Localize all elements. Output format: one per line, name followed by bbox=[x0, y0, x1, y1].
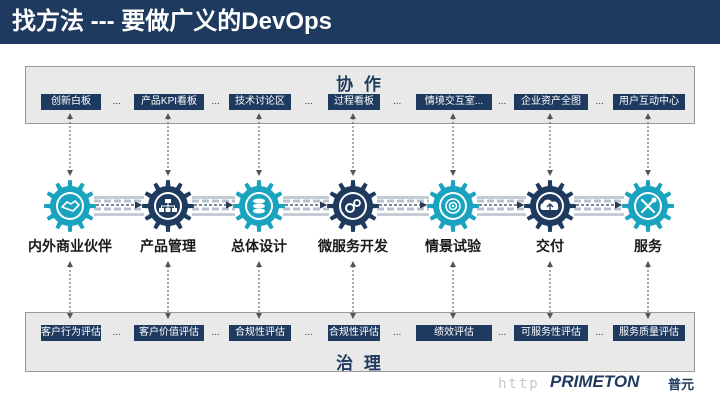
collaboration-chip-1[interactable]: 创新白板 bbox=[41, 94, 101, 110]
org-chart-icon bbox=[159, 199, 177, 212]
primeton-logo-cn: 普元 bbox=[668, 377, 695, 392]
collaboration-separator: ... bbox=[595, 96, 604, 107]
stage-gear-1 bbox=[44, 180, 96, 232]
governance-chip-7[interactable]: 服务质量评估 bbox=[613, 325, 685, 341]
collaboration-separator: ... bbox=[393, 96, 402, 107]
collaboration-separator: ... bbox=[498, 96, 507, 107]
handshake-icon bbox=[61, 200, 80, 212]
title-bar bbox=[0, 0, 720, 44]
governance-separator: ... bbox=[393, 327, 402, 338]
governance-chip-3[interactable]: 合规性评估 bbox=[229, 325, 291, 341]
collaboration-chip-7[interactable]: 用户互动中心 bbox=[613, 94, 685, 110]
collaboration-chip-3[interactable]: 技术讨论区 bbox=[229, 94, 291, 110]
gears-icon bbox=[345, 199, 361, 213]
collaboration-chip-4[interactable]: 过程看板 bbox=[328, 94, 380, 110]
governance-separator: ... bbox=[112, 327, 121, 338]
collaboration-separator: ... bbox=[211, 96, 220, 107]
pipeline-connector bbox=[477, 196, 526, 216]
pipeline-connector bbox=[574, 196, 624, 216]
stage-label-3: 总体设计 bbox=[231, 238, 287, 254]
watermark-url: http bbox=[498, 376, 540, 392]
governance-separator: ... bbox=[498, 327, 507, 338]
stage-label-5: 情景试验 bbox=[425, 238, 481, 254]
collaboration-chip-5[interactable]: 情境交互室... bbox=[416, 94, 492, 110]
governance-chip-1[interactable]: 客户行为评估 bbox=[41, 325, 101, 341]
pipeline-connector bbox=[283, 196, 329, 216]
pipeline-connector bbox=[192, 196, 235, 216]
collaboration-title: 协 作 bbox=[336, 75, 384, 94]
collaboration-separator: ... bbox=[112, 96, 121, 107]
database-icon bbox=[253, 198, 265, 214]
collaboration-chip-2[interactable]: 产品KPI看板 bbox=[134, 94, 204, 110]
primeton-logo: PRIMETON bbox=[550, 372, 640, 391]
stage-label-2: 产品管理 bbox=[140, 238, 196, 254]
governance-title: 治 理 bbox=[336, 354, 384, 373]
tools-icon bbox=[640, 197, 657, 214]
collaboration-panel: 协 作 创新白板... 产品KPI看板... 技术讨论区... 过程看板... 情境交互… bbox=[25, 66, 695, 124]
governance-chip-4[interactable]: 合规性评估 bbox=[328, 325, 380, 341]
stage-label-6: 交付 bbox=[536, 238, 564, 254]
collaboration-chip-6[interactable]: 企业资产全图 bbox=[514, 94, 588, 110]
stage-label-7: 服务 bbox=[634, 238, 662, 254]
stage-label-1: 内外商业伙伴 bbox=[28, 238, 112, 254]
governance-separator: ... bbox=[304, 327, 313, 338]
governance-separator: ... bbox=[211, 327, 220, 338]
cloud-upload-icon bbox=[540, 199, 559, 210]
governance-chip-5[interactable]: 绩效评估 bbox=[416, 325, 492, 341]
governance-separator: ... bbox=[595, 327, 604, 338]
governance-chip-6[interactable]: 可服务性评估 bbox=[514, 325, 588, 341]
pipeline-connector bbox=[377, 196, 429, 216]
governance-chip-2[interactable]: 客户价值评估 bbox=[134, 325, 204, 341]
page-title: 找方法 --- 要做广义的DevOps bbox=[12, 8, 333, 35]
pipeline-connector bbox=[94, 196, 144, 216]
collaboration-separator: ... bbox=[304, 96, 313, 107]
stage-label-4: 微服务开发 bbox=[318, 238, 388, 254]
target-icon bbox=[445, 198, 461, 214]
governance-panel: 治 理 客户行为评估... 客户价值评估... 合规性评估... 合规性评估... 绩效… bbox=[25, 312, 695, 373]
